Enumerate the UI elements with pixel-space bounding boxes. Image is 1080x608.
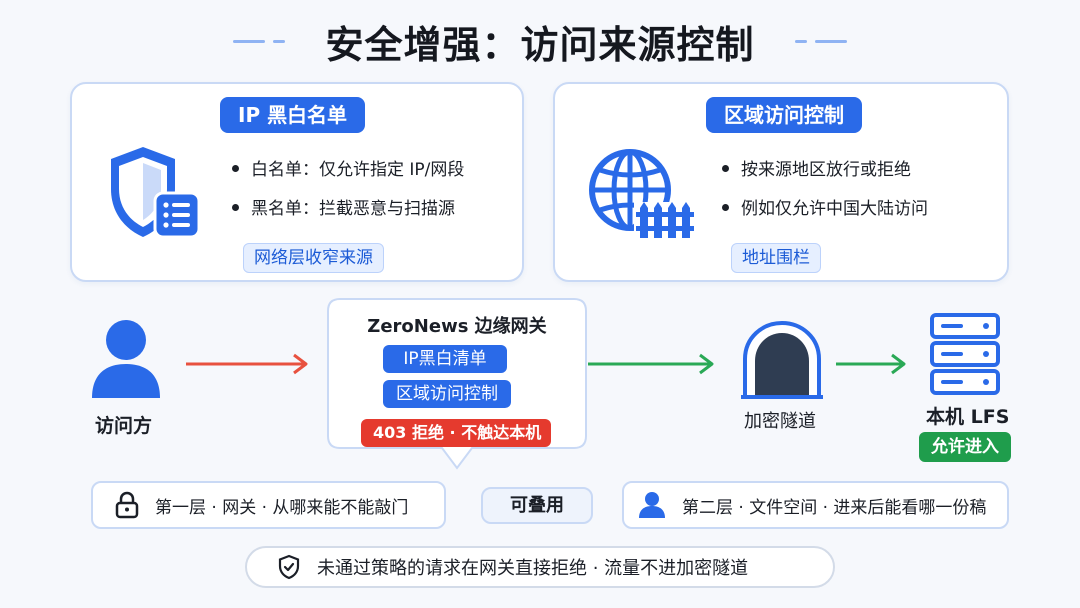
gateway-check-ip: IP黑白清单: [383, 345, 507, 373]
arrow-to-gateway: [184, 352, 312, 376]
server-label: 本机 LFS: [926, 406, 1010, 428]
server-icon: [929, 312, 1001, 396]
arrow-to-server: [836, 352, 910, 376]
person-icon: [638, 491, 666, 519]
title-decoration-left-dash: [273, 40, 285, 43]
second-layer-box: 第二层 · 文件空间 · 进来后能看哪一份稿: [622, 481, 1009, 529]
first-layer-text: 第一层 · 网关 · 从哪来能不能敲门: [155, 497, 409, 518]
shield-list-icon: [105, 143, 201, 239]
user-icon: [90, 318, 162, 400]
title-decoration-left: [233, 40, 265, 43]
footer-text: 未通过策略的请求在网关直接拒绝 · 流量不进加密隧道: [317, 558, 749, 579]
ip-card-title: IP 黑白名单: [220, 97, 366, 133]
shield-check-icon: [277, 554, 301, 580]
footer-note: 未通过策略的请求在网关直接拒绝 · 流量不进加密隧道: [245, 546, 835, 588]
arrow-to-tunnel: [588, 352, 718, 376]
first-layer-box: 第一层 · 网关 · 从哪来能不能敲门: [91, 481, 446, 529]
region-card-bullet: 例如仅允许中国大陆访问: [722, 198, 928, 220]
ip-card-bullet: 黑名单：拦截恶意与扫描源: [232, 198, 455, 220]
page-title: 安全增强：访问来源控制: [325, 23, 755, 67]
tunnel-icon: [741, 320, 823, 399]
gateway-title: ZeroNews 边缘网关: [367, 316, 547, 337]
title-decoration-right: [815, 40, 847, 43]
gateway-check-region: 区域访问控制: [383, 380, 511, 408]
globe-fence-icon: [588, 146, 700, 242]
title-decoration-right-dash: [795, 40, 807, 43]
lock-icon: [115, 491, 139, 519]
gateway-deny-badge: 403 拒绝 · 不触达本机: [361, 419, 551, 447]
tunnel-label: 加密隧道: [744, 411, 816, 432]
ip-card-bullet: 白名单：仅允许指定 IP/网段: [232, 159, 464, 181]
visitor-label: 访问方: [95, 415, 153, 437]
combinable-badge: 可叠用: [481, 487, 593, 524]
second-layer-text: 第二层 · 文件空间 · 进来后能看哪一份稿: [682, 497, 987, 518]
ip-card-tag: 网络层收窄来源: [243, 243, 384, 273]
region-card-tag: 地址围栏: [731, 243, 821, 273]
region-card-bullet: 按来源地区放行或拒绝: [722, 159, 911, 181]
region-card-title: 区域访问控制: [706, 97, 862, 133]
allow-entry-badge: 允许进入: [919, 432, 1011, 462]
